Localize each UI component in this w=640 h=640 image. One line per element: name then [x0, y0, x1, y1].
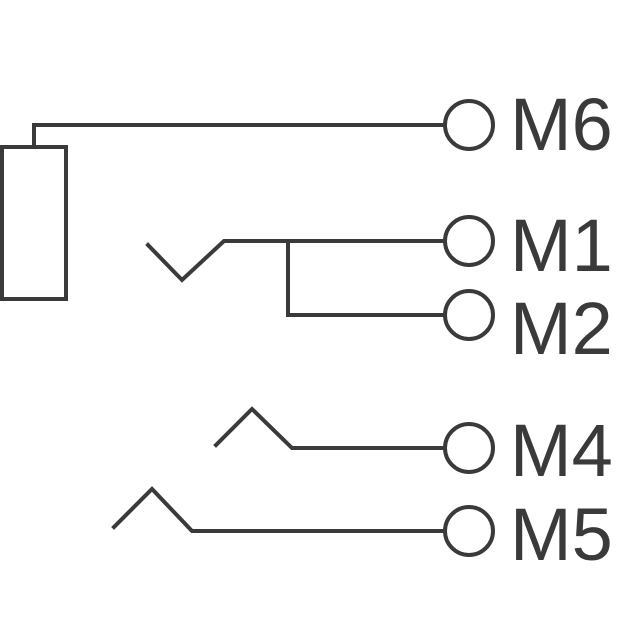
m2-wire	[286, 239, 447, 317]
m5-contact	[111, 486, 447, 533]
m6-wire	[32, 123, 447, 149]
tip-contact	[145, 239, 447, 283]
sleeve-contact	[0, 145, 68, 301]
m1-label: M1	[510, 204, 613, 287]
m5-terminal	[443, 505, 495, 557]
m2-label: M2	[510, 287, 613, 370]
m2-terminal	[443, 289, 495, 341]
m4-contact	[213, 406, 447, 450]
m1-terminal	[443, 215, 495, 267]
m4-terminal	[443, 422, 495, 474]
m6-label: M6	[510, 83, 613, 166]
m4-label: M4	[510, 409, 613, 492]
m5-label: M5	[510, 493, 613, 576]
m6-terminal	[443, 99, 495, 151]
